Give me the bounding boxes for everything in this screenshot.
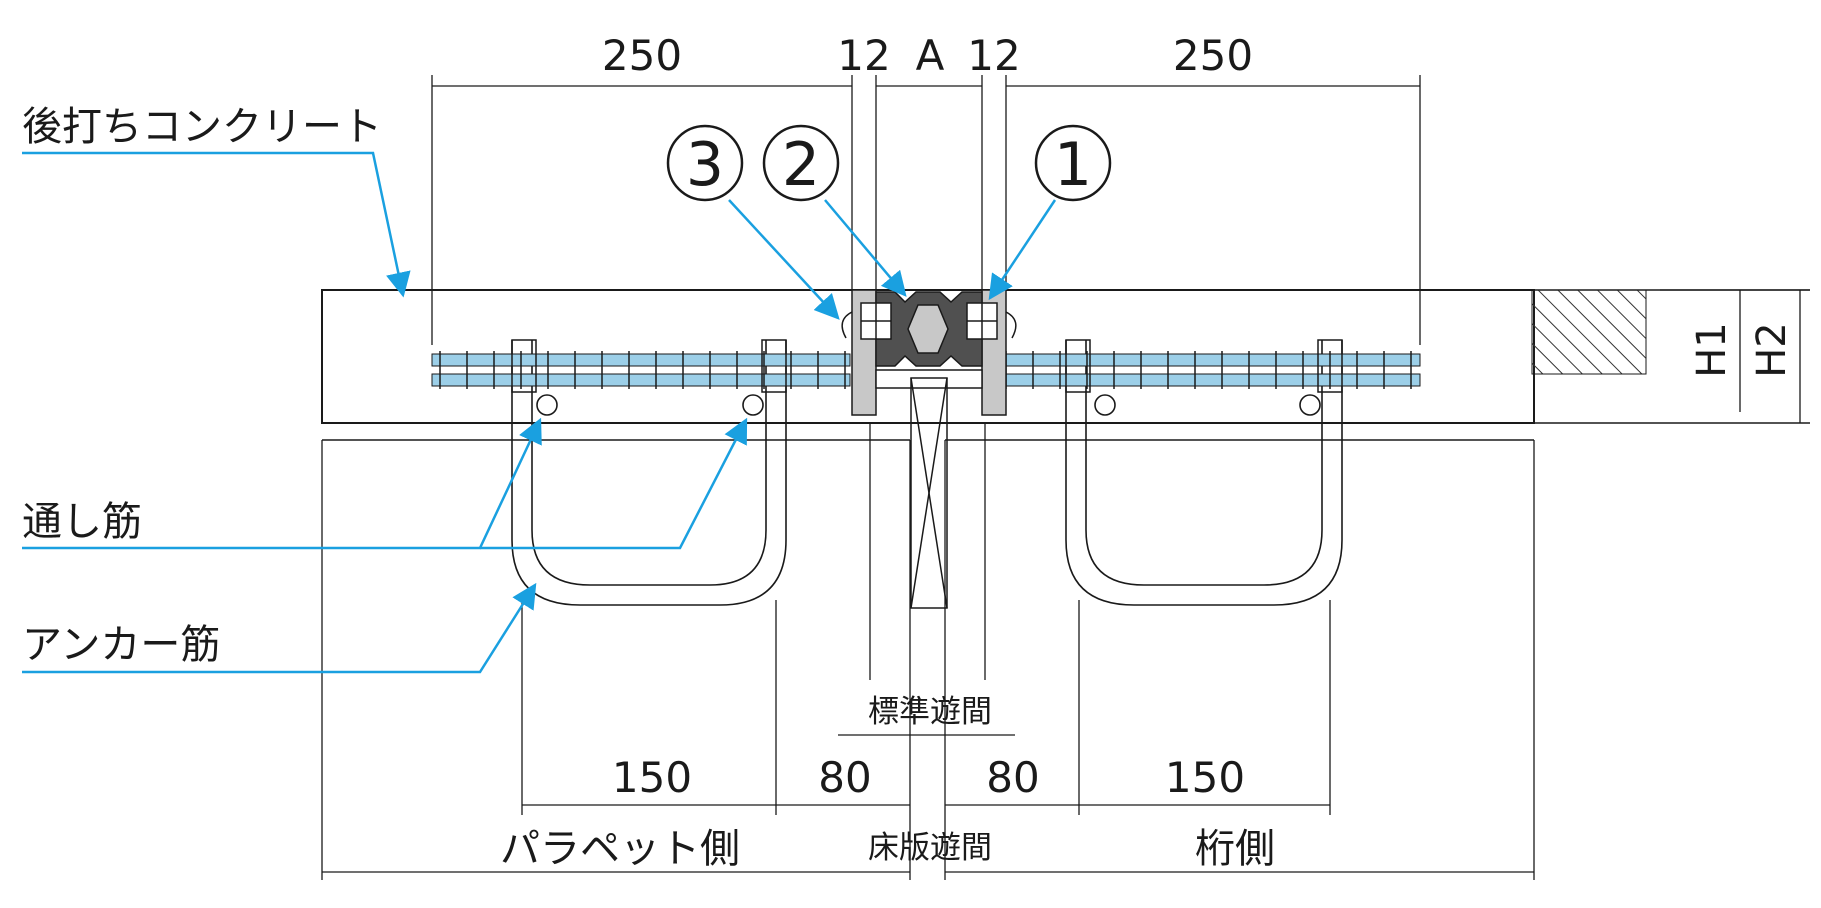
dim-top-gap-left: 12: [837, 31, 890, 80]
callout-3: 3: [666, 124, 744, 202]
anchor-bars: [511, 340, 1343, 606]
leader-through-bar-2: [480, 417, 748, 550]
leader-callout-2: [824, 199, 907, 297]
anchor-bar-right-inner: [1085, 340, 1323, 586]
dim-bottom-left-anchor: 150: [612, 753, 692, 802]
label-anchor-bar: アンカー筋: [22, 622, 220, 668]
dim-top-center: A: [916, 31, 945, 80]
leader-post-concrete: [22, 151, 411, 298]
anchor-bar-right-outer: [1065, 340, 1343, 606]
callout-2-number: 2: [782, 130, 820, 200]
dim-h1: H1: [1689, 322, 1735, 378]
through-bar-sections: [536, 394, 1321, 416]
leader-callout-1: [988, 199, 1057, 301]
callout-2: 2: [762, 124, 840, 202]
leader-lines: [22, 151, 1057, 674]
dim-top-right: 250: [1173, 31, 1253, 80]
label-standard-gap: 標準遊間: [868, 694, 992, 730]
rubber-seal: [875, 291, 983, 367]
anchor-bar-posts: [511, 339, 1343, 393]
dim-bottom-right-anchor: 150: [1165, 753, 1245, 802]
anchor-bolts: [841, 302, 1017, 340]
label-through-bar: 通し筋: [22, 499, 142, 545]
rebar-band-right: [999, 353, 1421, 387]
dim-bottom-right-edge: 80: [986, 753, 1039, 802]
label-girder-side: 桁側: [1195, 826, 1275, 872]
dim-top-gap-right: 12: [967, 31, 1020, 80]
label-parapet-side: パラペット側: [500, 826, 740, 872]
leader-callout-3: [728, 199, 840, 320]
existing-pavement-hatch: [1531, 289, 1647, 375]
label-post-concrete: 後打ちコンクリート: [22, 104, 382, 150]
callout-1: 1: [1034, 124, 1112, 202]
dim-bottom-left-edge: 80: [818, 753, 871, 802]
callout-1-number: 1: [1054, 130, 1092, 200]
gap-filler: [910, 377, 948, 609]
leader-anchor-bar: [22, 582, 537, 674]
extension-lines: [321, 75, 1810, 880]
dim-top-left: 250: [602, 31, 682, 80]
anchor-bar-left-outer: [511, 340, 787, 606]
anchor-bar-left-inner: [531, 340, 767, 586]
callout-3-number: 3: [686, 130, 724, 200]
dim-h2: H2: [1749, 322, 1795, 378]
label-slab-gap: 床版遊間: [868, 830, 992, 866]
dimension-lines: [322, 85, 1801, 873]
